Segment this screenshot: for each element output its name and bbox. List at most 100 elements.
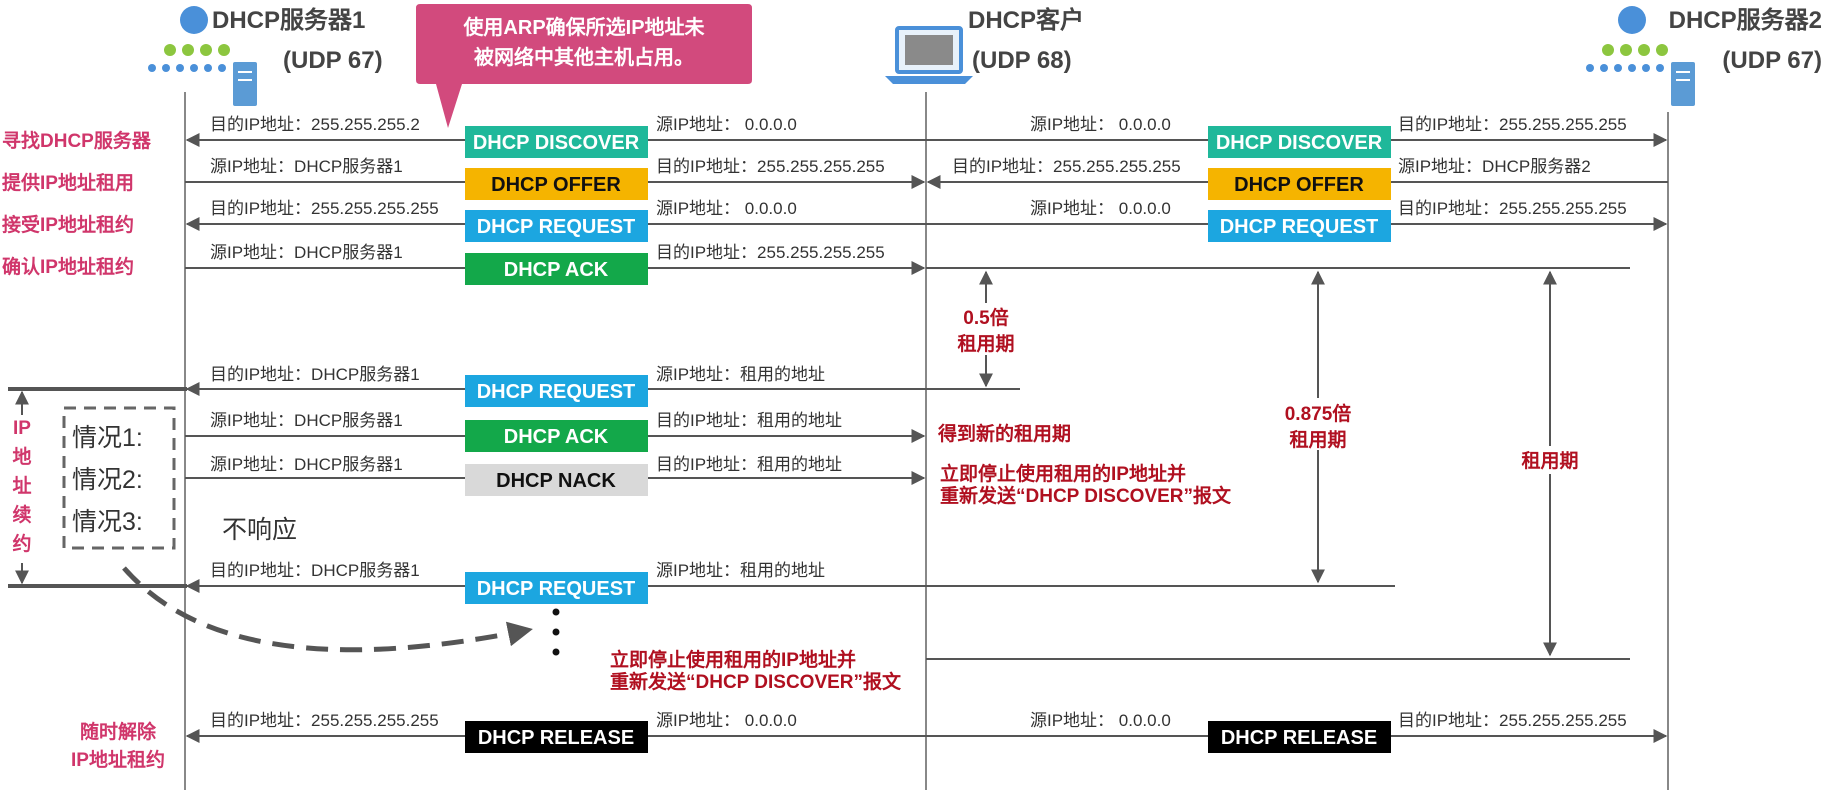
msg-release-left: DHCP RELEASE — [465, 721, 648, 753]
field-label: 目的IP地址：255.255.255.255 — [210, 711, 439, 730]
message-text: DHCP REQUEST — [477, 381, 636, 403]
renewal-char: 址 — [12, 475, 31, 497]
half-lease-value: 0.5倍 — [963, 306, 1008, 329]
step-ack-label: 确认IP地址租约 — [2, 255, 134, 278]
msg-discover-right: DHCP DISCOVER — [1208, 126, 1391, 158]
server2-node: DHCP服务器2 (UDP 67) — [1586, 6, 1822, 106]
field-label: 源IP地址：DHCP服务器1 — [210, 157, 403, 176]
server-network-icon — [148, 6, 257, 106]
message-text: DHCP ACK — [504, 426, 609, 448]
case-1-label: 情况1: — [72, 424, 143, 452]
renewal-char: 约 — [12, 532, 31, 555]
step-request-label: 接受IP地址租约 — [2, 213, 134, 236]
step-offer-label: 提供IP地址租用 — [2, 171, 134, 194]
msg-release-right: DHCP RELEASE — [1208, 721, 1391, 753]
field-label: 源IP地址：DHCP服务器2 — [1398, 157, 1591, 176]
server1-name: DHCP服务器1 — [212, 6, 365, 34]
msg-rebind-request: DHCP REQUEST — [465, 572, 648, 604]
callout-line-2: 被网络中其他主机占用。 — [474, 45, 694, 69]
msg-offer-left: DHCP OFFER — [465, 168, 648, 200]
server2-port: (UDP 67) — [1722, 47, 1822, 74]
client-name: DHCP客户 — [968, 6, 1084, 34]
field-label: 源IP地址：租用的地址 — [656, 365, 825, 384]
message-text: DHCP DISCOVER — [1216, 132, 1383, 154]
field-label: 源IP地址： 0.0.0.0 — [656, 199, 797, 218]
client-node: DHCP客户 (UDP 68) — [885, 6, 1084, 84]
renewal-char: 地 — [12, 445, 31, 468]
new-lease-note: 得到新的租用期 — [937, 422, 1071, 445]
message-text: DHCP REQUEST — [477, 578, 636, 600]
server2-name: DHCP服务器2 — [1669, 6, 1822, 34]
lifelines — [184, 92, 1669, 790]
step-release-label-1: 随时解除 — [80, 720, 157, 743]
field-label: 目的IP地址：DHCP服务器1 — [210, 365, 420, 384]
message-text: DHCP REQUEST — [477, 216, 636, 238]
field-label: 源IP地址：租用的地址 — [656, 561, 825, 580]
field-label: 目的IP地址：租用的地址 — [656, 455, 842, 474]
msg-ack: DHCP ACK — [465, 253, 648, 285]
message-arrows — [8, 133, 1668, 743]
msg-offer-right: DHCP OFFER — [1208, 168, 1391, 200]
renewal-char: 续 — [12, 503, 31, 526]
laptop-icon — [885, 26, 973, 84]
t2-lease-unit: 租用期 — [1289, 429, 1346, 451]
field-label: 源IP地址： 0.0.0.0 — [656, 115, 797, 134]
step-discover-label: 寻找DHCP服务器 — [2, 129, 152, 152]
full-lease-label: 租用期 — [1521, 450, 1578, 472]
msg-request-left: DHCP REQUEST — [465, 210, 648, 242]
message-text: DHCP ACK — [504, 259, 609, 281]
message-text: DHCP OFFER — [1234, 174, 1364, 196]
field-label: 源IP地址：DHCP服务器1 — [210, 455, 403, 474]
client-port: (UDP 68) — [972, 47, 1072, 74]
continuation-dots — [552, 608, 560, 656]
field-label: 源IP地址： 0.0.0.0 — [1030, 115, 1171, 134]
field-label: 源IP地址： 0.0.0.0 — [1030, 199, 1171, 218]
field-labels: 目的IP地址：255.255.255.2 源IP地址： 0.0.0.0 源IP地… — [210, 115, 1627, 730]
message-text: DHCP RELEASE — [478, 727, 634, 749]
renewal-char: IP — [13, 418, 31, 439]
message-text: DHCP OFFER — [491, 174, 621, 196]
field-label: 目的IP地址：255.255.255.255 — [1398, 711, 1627, 730]
message-text: DHCP NACK — [496, 470, 616, 492]
field-label: 目的IP地址：255.255.255.2 — [210, 115, 420, 134]
msg-request-right: DHCP REQUEST — [1208, 210, 1391, 242]
field-label: 源IP地址：DHCP服务器1 — [210, 243, 403, 262]
cases-box: 情况1: 情况2: 情况3: — [62, 406, 176, 550]
ip-renewal-label: IP 地 址 续 约 — [12, 418, 31, 555]
msg-case2-nack: DHCP NACK — [465, 464, 648, 496]
field-label: 目的IP地址：255.255.255.255 — [210, 199, 439, 218]
t2-lease-value: 0.875倍 — [1285, 402, 1352, 425]
server1-port: (UDP 67) — [283, 47, 383, 74]
field-label: 目的IP地址：255.255.255.255 — [1398, 115, 1627, 134]
field-label: 目的IP地址：DHCP服务器1 — [210, 561, 420, 580]
msg-case1-ack: DHCP ACK — [465, 420, 648, 452]
callout-line-1: 使用ARP确保所选IP地址未 — [462, 15, 704, 39]
field-label: 目的IP地址：255.255.255.255 — [656, 157, 885, 176]
field-label: 目的IP地址：255.255.255.255 — [952, 157, 1181, 176]
case-3-label: 情况3: — [72, 508, 143, 536]
field-label: 源IP地址： 0.0.0.0 — [1030, 711, 1171, 730]
stop-note-2: 重新发送“DHCP DISCOVER”报文 — [940, 484, 1232, 507]
step-release-label-2: IP地址租约 — [71, 748, 165, 771]
message-text: DHCP RELEASE — [1221, 727, 1377, 749]
expire-note-2: 重新发送“DHCP DISCOVER”报文 — [610, 670, 902, 693]
server-network-icon — [1586, 6, 1695, 106]
message-pills: DHCP DISCOVER DHCP DISCOVER DHCP OFFER D… — [465, 126, 1391, 753]
lease-arrow-label-backgrounds — [8, 303, 1586, 563]
field-label: 目的IP地址：租用的地址 — [656, 411, 842, 430]
expire-note-1: 立即停止使用租用的IP地址并 — [610, 648, 856, 671]
case-2-label: 情况2: — [72, 466, 143, 494]
field-label: 源IP地址： 0.0.0.0 — [656, 711, 797, 730]
no-response-label: 不响应 — [222, 516, 297, 544]
msg-renew-request: DHCP REQUEST — [465, 375, 648, 407]
field-label: 源IP地址：DHCP服务器1 — [210, 411, 403, 430]
field-label: 目的IP地址：255.255.255.255 — [656, 243, 885, 262]
stop-note-1: 立即停止使用租用的IP地址并 — [940, 462, 1186, 485]
server1-node: DHCP服务器1 (UDP 67) — [148, 6, 383, 106]
message-text: DHCP DISCOVER — [473, 132, 640, 154]
message-text: DHCP REQUEST — [1220, 216, 1379, 238]
dashed-curve-arrow — [122, 566, 533, 653]
half-lease-unit: 租用期 — [957, 333, 1014, 355]
field-label: 目的IP地址：255.255.255.255 — [1398, 199, 1627, 218]
